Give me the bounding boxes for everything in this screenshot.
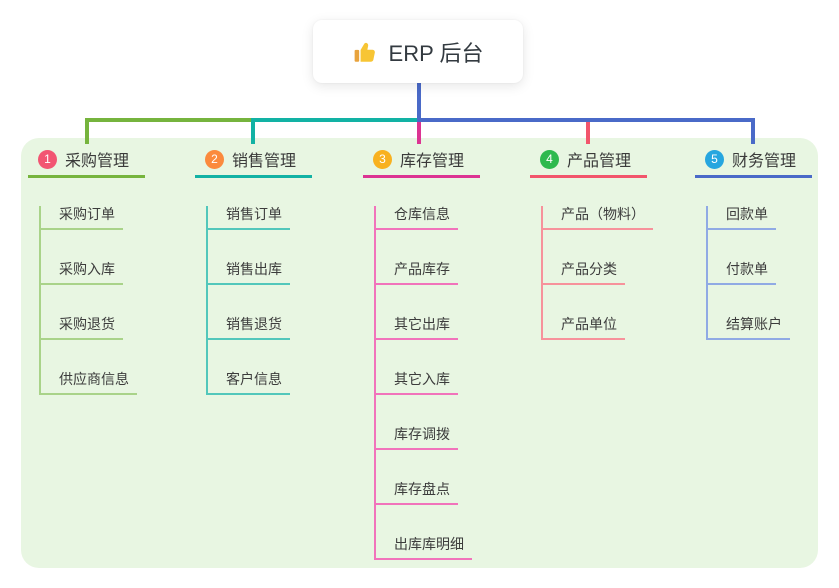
- node-item[interactable]: 出库库明细: [376, 536, 472, 560]
- branch-header-purchase[interactable]: 1 采购管理: [28, 143, 145, 178]
- branch-purchase: 1 采购管理 采购订单 采购入库 采购退货 供应商信息: [28, 143, 145, 395]
- node-item[interactable]: 产品库存: [376, 261, 458, 285]
- branch-finance: 5 财务管理 回款单 付款单 结算账户: [695, 143, 812, 340]
- branch-items-sales: 销售订单 销售出库 销售退货 客户信息: [206, 206, 290, 395]
- drop-line-finance: [751, 118, 755, 144]
- thumbs-up-icon: [353, 39, 379, 65]
- branch-number-badge: 1: [38, 149, 57, 169]
- bus-segment-purchase: [85, 118, 253, 122]
- root-node[interactable]: ERP 后台: [313, 20, 523, 83]
- drop-line-inventory: [417, 122, 421, 144]
- root-trunk-line: [417, 83, 421, 120]
- branch-label: 库存管理: [400, 153, 465, 170]
- branch-header-inventory[interactable]: 3 库存管理: [363, 143, 480, 178]
- node-item[interactable]: 销售出库: [208, 261, 290, 285]
- node-item[interactable]: 库存盘点: [376, 481, 458, 505]
- node-item[interactable]: 仓库信息: [376, 206, 458, 230]
- bus-segment-finance: [417, 118, 755, 122]
- branch-items-inventory: 仓库信息 产品库存 其它出库 其它入库 库存调拨 库存盘点 出库库明细: [374, 206, 472, 560]
- branch-label: 财务管理: [732, 153, 797, 170]
- branch-header-sales[interactable]: 2 销售管理: [195, 143, 312, 178]
- node-item[interactable]: 客户信息: [208, 371, 290, 395]
- node-item[interactable]: 其它入库: [376, 371, 458, 395]
- branch-product: 4 产品管理 产品（物料） 产品分类 产品单位: [530, 143, 653, 340]
- branch-number-badge: 4: [540, 149, 559, 169]
- node-item[interactable]: 销售退货: [208, 316, 290, 340]
- node-item[interactable]: 产品（物料）: [543, 206, 653, 230]
- node-item[interactable]: 付款单: [708, 261, 776, 285]
- node-item[interactable]: 销售订单: [208, 206, 290, 230]
- branch-sales: 2 销售管理 销售订单 销售出库 销售退货 客户信息: [195, 143, 312, 395]
- branches-panel: [21, 138, 818, 568]
- branch-header-product[interactable]: 4 产品管理: [530, 143, 647, 178]
- branch-label: 产品管理: [567, 153, 632, 170]
- root-label: ERP 后台: [388, 40, 484, 66]
- branch-label: 采购管理: [65, 153, 130, 170]
- node-item[interactable]: 其它出库: [376, 316, 458, 340]
- bus-segment-sales: [253, 118, 417, 122]
- branch-number-badge: 2: [205, 149, 224, 169]
- branch-number-badge: 5: [705, 149, 724, 169]
- branch-items-finance: 回款单 付款单 结算账户: [706, 206, 790, 340]
- node-item[interactable]: 采购退货: [41, 316, 123, 340]
- node-item[interactable]: 库存调拨: [376, 426, 458, 450]
- drop-line-product: [586, 122, 590, 144]
- node-item[interactable]: 结算账户: [708, 316, 790, 340]
- branch-inventory: 3 库存管理 仓库信息 产品库存 其它出库 其它入库 库存调拨 库存盘点 出库库…: [363, 143, 480, 560]
- node-item[interactable]: 产品单位: [543, 316, 625, 340]
- branch-label: 销售管理: [232, 153, 297, 170]
- drop-line-purchase: [85, 118, 89, 144]
- node-item[interactable]: 产品分类: [543, 261, 625, 285]
- node-item[interactable]: 回款单: [708, 206, 776, 230]
- node-item[interactable]: 采购入库: [41, 261, 123, 285]
- drop-line-sales: [251, 118, 255, 144]
- branch-header-finance[interactable]: 5 财务管理: [695, 143, 812, 178]
- branch-items-product: 产品（物料） 产品分类 产品单位: [541, 206, 653, 340]
- node-item[interactable]: 采购订单: [41, 206, 123, 230]
- branch-items-purchase: 采购订单 采购入库 采购退货 供应商信息: [39, 206, 137, 395]
- node-item[interactable]: 供应商信息: [41, 371, 137, 395]
- branch-number-badge: 3: [373, 149, 392, 169]
